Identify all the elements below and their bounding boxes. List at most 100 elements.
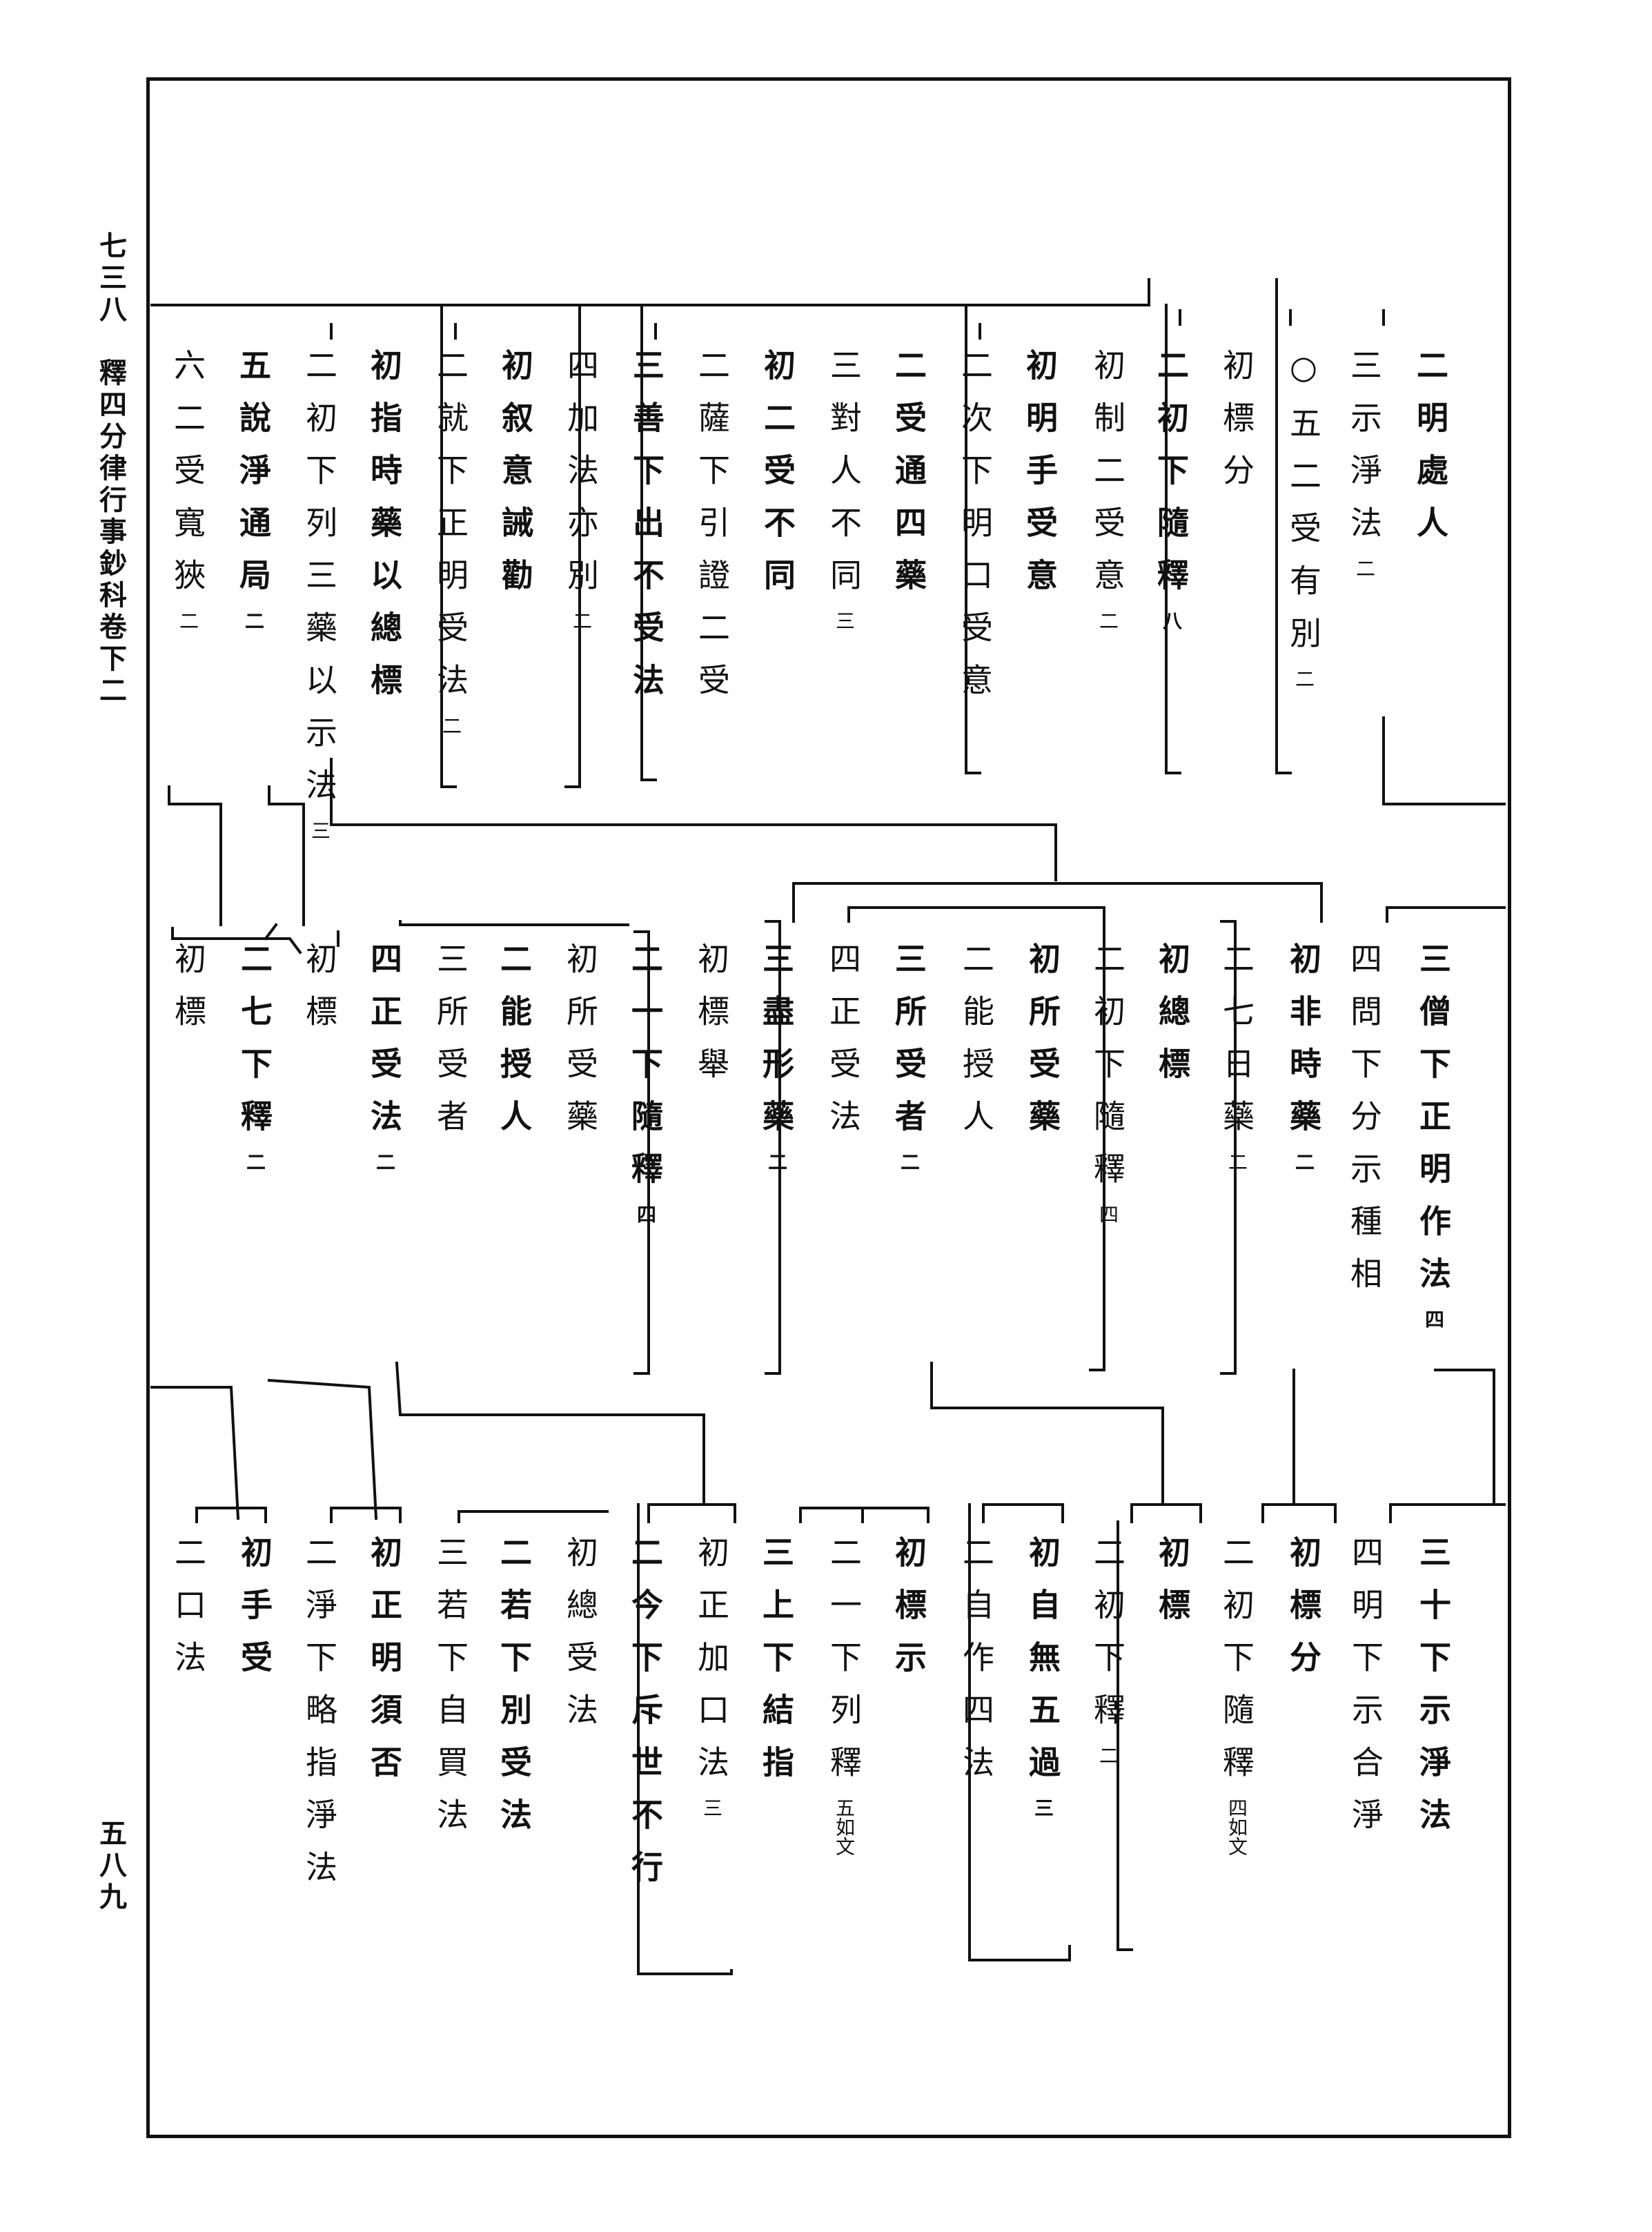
outline-text: 初標 — [1154, 1536, 1191, 1641]
bracket-tier1-five — [168, 785, 305, 926]
outline-column: ○五二受有別二 — [1285, 349, 1322, 688]
section-count: 二 — [898, 1152, 921, 1171]
outline-text: 二明處人 — [1412, 349, 1449, 558]
bracket-tier2-top — [792, 882, 1323, 923]
outline-column: 二能授人 — [958, 942, 995, 1152]
outline-column: 二次下明口受意 — [956, 349, 994, 716]
bracket-tier3-adding — [637, 1503, 736, 1975]
outline-text: 三若下自買法 — [432, 1536, 469, 1850]
outline-column: 六二受寬狹二 — [169, 349, 206, 630]
outline-text: 二淨下略指淨法 — [301, 1536, 338, 1903]
section-count: 二 — [1292, 669, 1315, 688]
outline-text: 初正加口法 — [693, 1536, 730, 1798]
bracket-tier2-left — [171, 923, 340, 955]
bracket-tier3-clean — [330, 1507, 402, 1523]
bracket-tier2-seven — [1220, 920, 1237, 1375]
section-count: 二 — [1226, 1152, 1248, 1171]
bracket-tier1-mid — [640, 304, 657, 781]
outline-text: 三善下出不受法 — [628, 349, 665, 716]
outline-text: 二初下列三藥以示法 — [301, 349, 338, 821]
bracket-tier3-hand — [195, 1507, 267, 1523]
outline-text: 初叙意誡勸 — [497, 349, 534, 611]
section-note: 如文 — [1226, 1817, 1248, 1856]
outline-text: 初標舉 — [693, 942, 730, 1099]
section-count: 四 — [1422, 1309, 1445, 1329]
section-count: 二 — [440, 716, 462, 735]
bracket-tier3-self — [968, 1503, 1071, 1961]
outline-column: 初總標 — [1154, 942, 1191, 1099]
outline-column: 三示淨法二 — [1346, 349, 1383, 578]
outline-text: 五說淨通局 — [235, 349, 272, 611]
outline-column: 二初下隨釋八 — [1152, 349, 1190, 630]
outline-text: 初明手受意 — [1021, 349, 1059, 611]
page-number: 五八九 — [95, 1819, 127, 1914]
outline-column: 三若下自買法 — [432, 1536, 469, 1850]
outline-column: 初非時藥二 — [1285, 942, 1322, 1171]
bracket-tier3-separate — [1261, 1503, 1337, 1523]
bracket-tier1-receive — [1275, 278, 1292, 774]
outline-column: 初制二受意二 — [1089, 349, 1126, 630]
outline-text: 二就下正明受法 — [432, 349, 469, 716]
outline-text: 初標分 — [1218, 349, 1255, 506]
section-count: 三 — [1032, 1798, 1054, 1817]
section-count: 二 — [1097, 611, 1119, 630]
outline-text: 四明下示合淨 — [1347, 1536, 1384, 1850]
outline-column: 初標分 — [1218, 349, 1255, 506]
outline-text: ○五二受有別 — [1285, 349, 1322, 669]
outline-column: 二初下隨釋四 — [1089, 942, 1126, 1224]
outline-text: 二初下隨釋 — [1089, 942, 1126, 1204]
outline-text: 二七下釋 — [236, 942, 273, 1152]
outline-column: 四明下示合淨 — [1347, 1536, 1384, 1850]
bracket-tier2-general — [847, 906, 1105, 1371]
outline-column: 二若下別受法 — [495, 1536, 533, 1850]
bracket-tier1-add — [564, 304, 581, 788]
outline-text: 四正受法 — [366, 942, 403, 1152]
outline-column: 三對人不同三 — [825, 349, 863, 630]
outline-column: 二能授人 — [495, 942, 533, 1152]
outline-column: 初二受不同 — [759, 349, 796, 611]
outline-column: 二自作四法 — [958, 1536, 995, 1798]
section-count: 二 — [765, 1152, 788, 1171]
outline-column: 三上下結指 — [758, 1536, 795, 1798]
outline-text: 初二受不同 — [759, 349, 796, 611]
section-count: 三 — [833, 611, 856, 630]
outline-text: 二七日藥 — [1218, 942, 1255, 1152]
bracket-tier3-list — [799, 1507, 930, 1523]
outline-text: 二能授人 — [495, 942, 533, 1152]
outline-text: 初自無五過 — [1024, 1536, 1061, 1798]
outline-text: 二初下釋 — [1089, 1536, 1126, 1745]
outline-text: 二一下隨釋 — [627, 942, 664, 1204]
outline-column: 四正受法 — [825, 942, 862, 1152]
bracket-tier2-left-drop — [150, 1378, 378, 1520]
outline-text: 二口法 — [170, 1536, 207, 1693]
outline-column: 二一下隨釋四 — [627, 942, 664, 1224]
outline-column: 二薩下引證二受 — [694, 349, 731, 716]
outline-column: 初標 — [170, 942, 207, 1047]
outline-text: 初正明須否 — [366, 1536, 403, 1798]
outline-column: 初叙意誡勸 — [497, 349, 534, 611]
outline-text: 初所受藥 — [1024, 942, 1061, 1152]
outline-column: 三所受者 — [432, 942, 469, 1152]
outline-column: 初標 — [301, 942, 338, 1047]
outline-column: 三善下出不受法 — [628, 349, 665, 716]
outline-column: 初所受藥 — [1024, 942, 1061, 1152]
outline-column: 二七日藥二 — [1218, 942, 1255, 1171]
outline-text: 初制二受意 — [1089, 349, 1126, 611]
bracket-tier2-right — [1386, 906, 1506, 1506]
outline-text: 三盡形藥 — [758, 942, 795, 1152]
outline-text: 初指時藥以總標 — [366, 349, 403, 716]
outline-column: 初標分 — [1285, 1536, 1322, 1693]
outline-column: 二今下斥世不行 — [627, 1536, 664, 1903]
section-count: 二 — [373, 1152, 396, 1171]
bracket-tier1-outer — [150, 278, 1150, 306]
bracket-tier2-release — [765, 920, 781, 1375]
outline-column: 二就下正明受法二 — [432, 349, 469, 735]
bracket-tier1-system — [965, 304, 981, 774]
bracket-tier2-next — [930, 1362, 1164, 1506]
outline-text: 初標 — [170, 942, 207, 1047]
outline-column: 初總受法 — [562, 1536, 599, 1745]
outline-text: 初總標 — [1154, 942, 1191, 1099]
section-count: 三 — [308, 821, 331, 840]
outline-column: 二初下列三藥以示法三 — [301, 349, 338, 840]
outline-text: 初所受藥 — [562, 942, 599, 1152]
